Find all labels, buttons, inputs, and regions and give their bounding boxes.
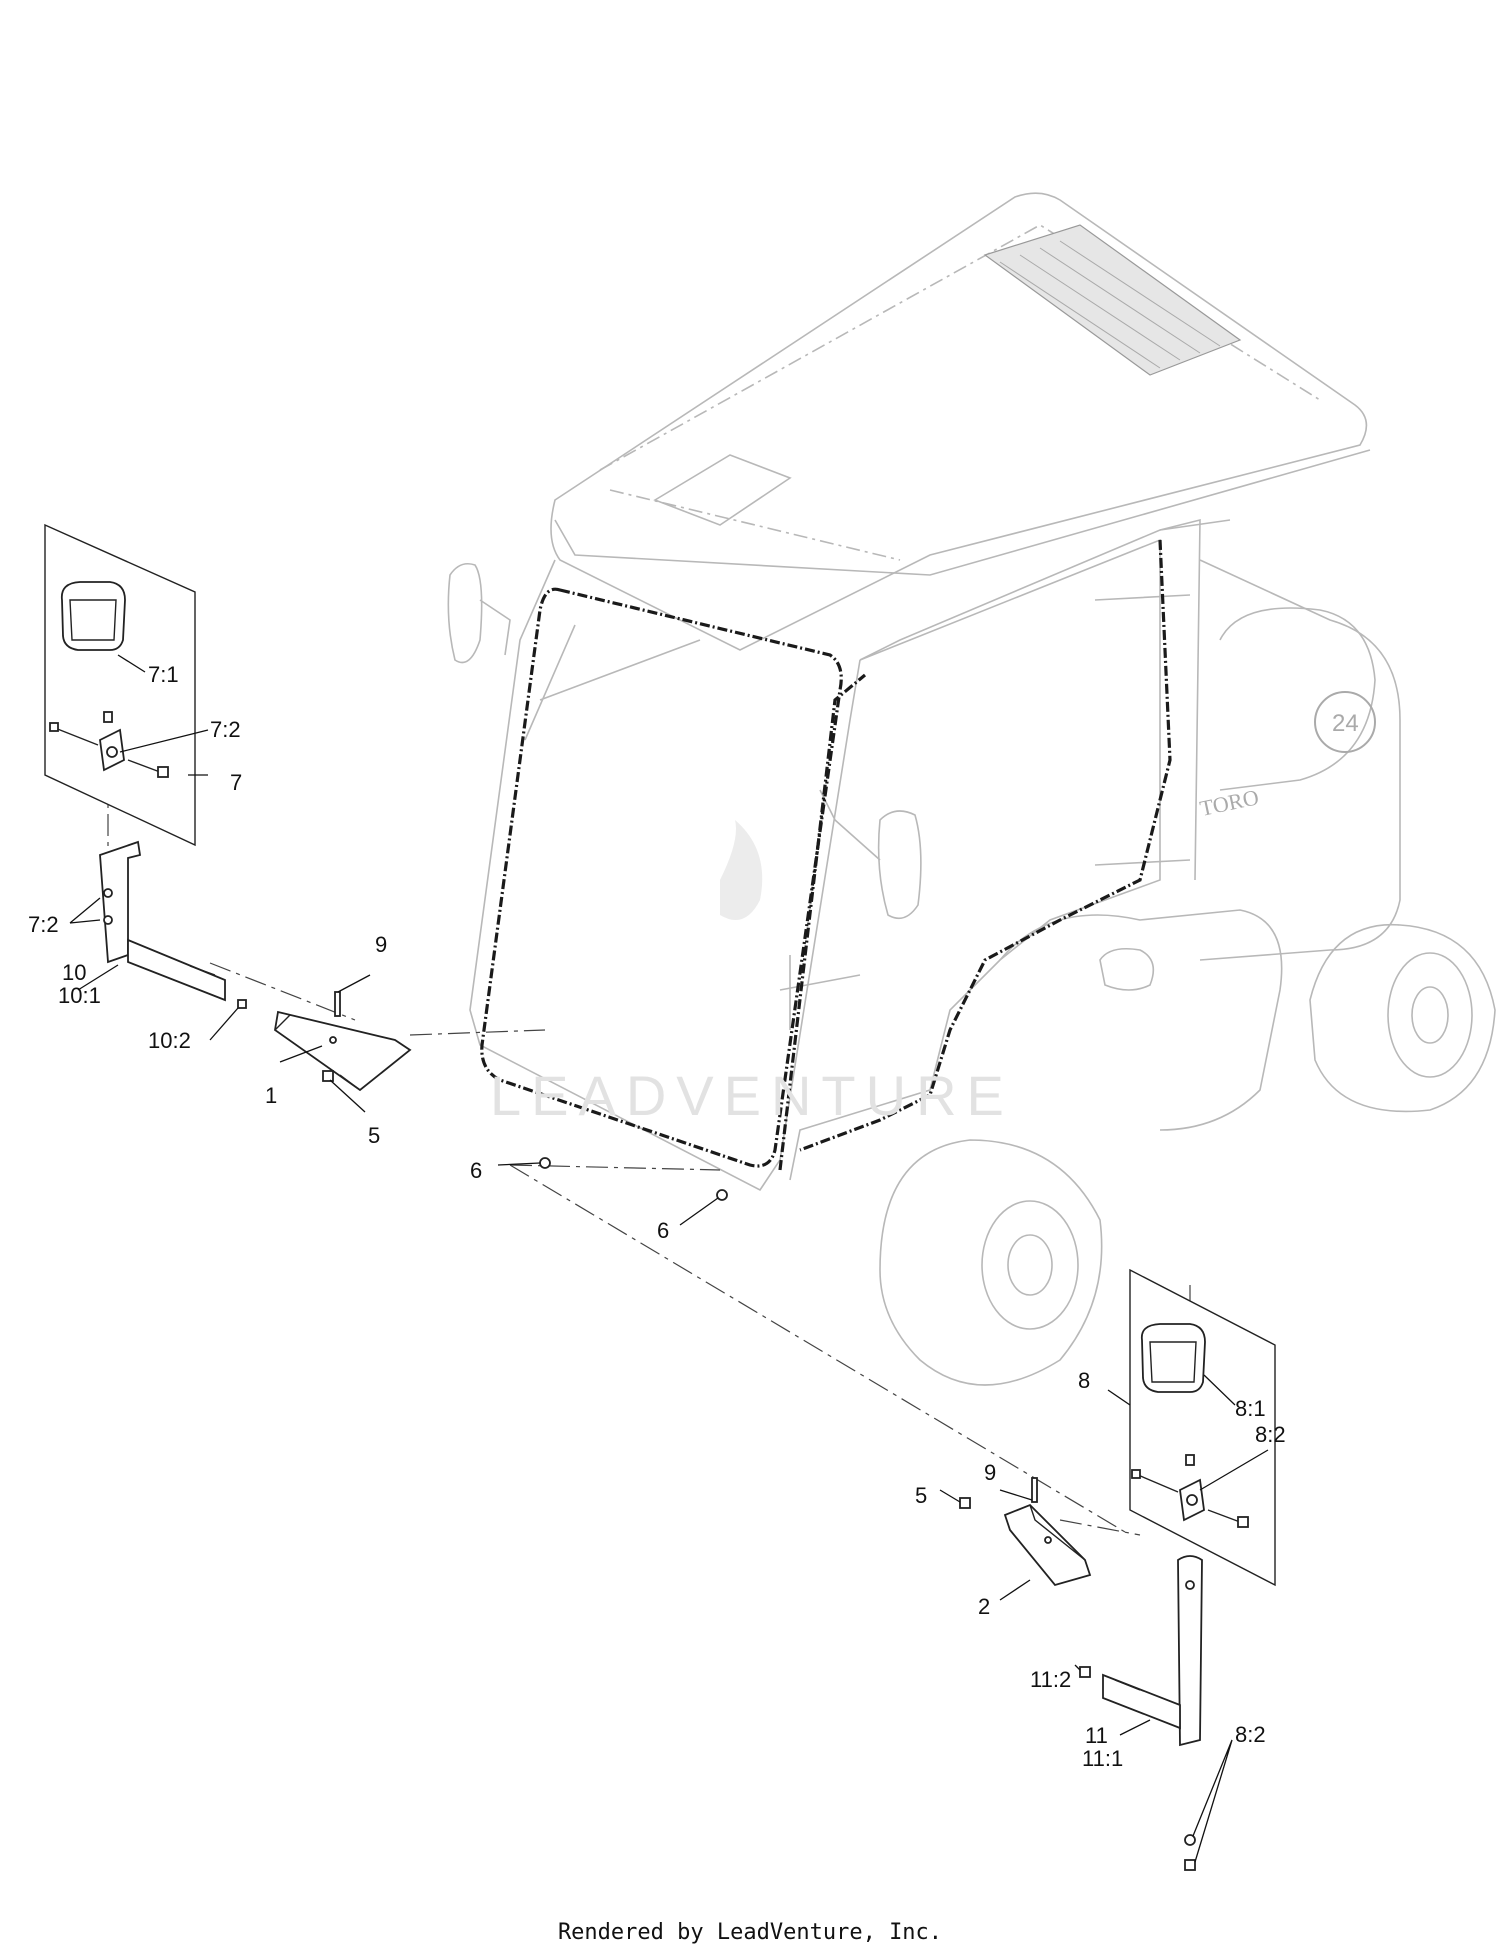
- roof-vent: [983, 224, 1242, 376]
- callout-7-2[interactable]: 7:2: [210, 717, 241, 742]
- cab-seals: [480, 539, 1172, 1171]
- render-credit: Rendered by LeadVenture, Inc.: [557, 1920, 943, 1945]
- work-light-7-1[interactable]: [60, 581, 126, 651]
- callout-6[interactable]: 6: [470, 1158, 482, 1183]
- bolts-8: [1131, 1454, 1249, 1528]
- callout-9[interactable]: 9: [984, 1460, 996, 1485]
- callout-7-1[interactable]: 7:1: [148, 662, 179, 687]
- callout-8-2[interactable]: 8:2: [1235, 1722, 1266, 1747]
- left-light-kit: [44, 523, 196, 847]
- light-post-10[interactable]: [99, 840, 226, 1002]
- callout-10[interactable]: 10: [62, 960, 86, 985]
- callout-8-2[interactable]: 8:2: [1255, 1422, 1286, 1447]
- callout-8-1[interactable]: 8:1: [1235, 1396, 1266, 1421]
- bolt-5-left[interactable]: [322, 1070, 334, 1082]
- mount-bracket-8-2[interactable]: [1179, 1478, 1205, 1522]
- callout-11-2[interactable]: 11:2: [1030, 1667, 1071, 1692]
- pin-9-right[interactable]: [1031, 1477, 1038, 1503]
- rear-wheel: [1309, 923, 1496, 1113]
- callout-labels: 7:1 7:2 7 7:2 10 10:1 10:2 9 1 5 6 6 8 8…: [28, 662, 1286, 1771]
- washer-6-left[interactable]: [539, 1157, 551, 1169]
- callout-1[interactable]: 1: [265, 1083, 277, 1108]
- bolt-5-right[interactable]: [959, 1497, 971, 1509]
- callout-5[interactable]: 5: [368, 1123, 380, 1148]
- callout-6[interactable]: 6: [657, 1218, 669, 1243]
- nut-10-2[interactable]: [237, 999, 247, 1009]
- front-wheel: [879, 1139, 1103, 1386]
- light-post-11[interactable]: [1102, 1555, 1203, 1871]
- watermark: LEADVENTURE: [490, 820, 1014, 1127]
- bracket-2[interactable]: [1003, 1503, 1092, 1587]
- callout-5[interactable]: 5: [915, 1483, 927, 1508]
- callout-10-1[interactable]: 10:1: [58, 983, 101, 1008]
- leader-lines: [69, 654, 1269, 1863]
- callout-11-1[interactable]: 11:1: [1082, 1746, 1123, 1771]
- decal-number: 24: [1332, 710, 1359, 737]
- washer-6-right[interactable]: [716, 1189, 728, 1201]
- bolts-7: [49, 711, 169, 778]
- decal-brand: TORO: [1198, 784, 1261, 821]
- kit-8-panel: [1129, 1268, 1276, 1587]
- nut-11-2[interactable]: [1079, 1666, 1091, 1678]
- pin-9-left[interactable]: [334, 991, 341, 1017]
- callout-2[interactable]: 2: [978, 1594, 990, 1619]
- callout-8[interactable]: 8: [1078, 1368, 1090, 1393]
- work-light-8-1[interactable]: [1140, 1323, 1206, 1393]
- cab-ghost: 24 TORO: [447, 192, 1496, 1386]
- callout-9[interactable]: 9: [375, 932, 387, 957]
- bracket-1[interactable]: [274, 1010, 412, 1092]
- callout-11[interactable]: 11: [1085, 1723, 1108, 1748]
- left-mirror: [447, 562, 511, 664]
- callout-7-2[interactable]: 7:2: [28, 912, 59, 937]
- watermark-text: LEADVENTURE: [490, 1064, 1014, 1127]
- right-light-kit: [1129, 1268, 1276, 1587]
- hood-decal: 24 TORO: [1198, 691, 1376, 821]
- callout-10-2[interactable]: 10:2: [148, 1028, 191, 1053]
- callout-7[interactable]: 7: [230, 770, 242, 795]
- mount-bracket-7-2[interactable]: [99, 728, 125, 772]
